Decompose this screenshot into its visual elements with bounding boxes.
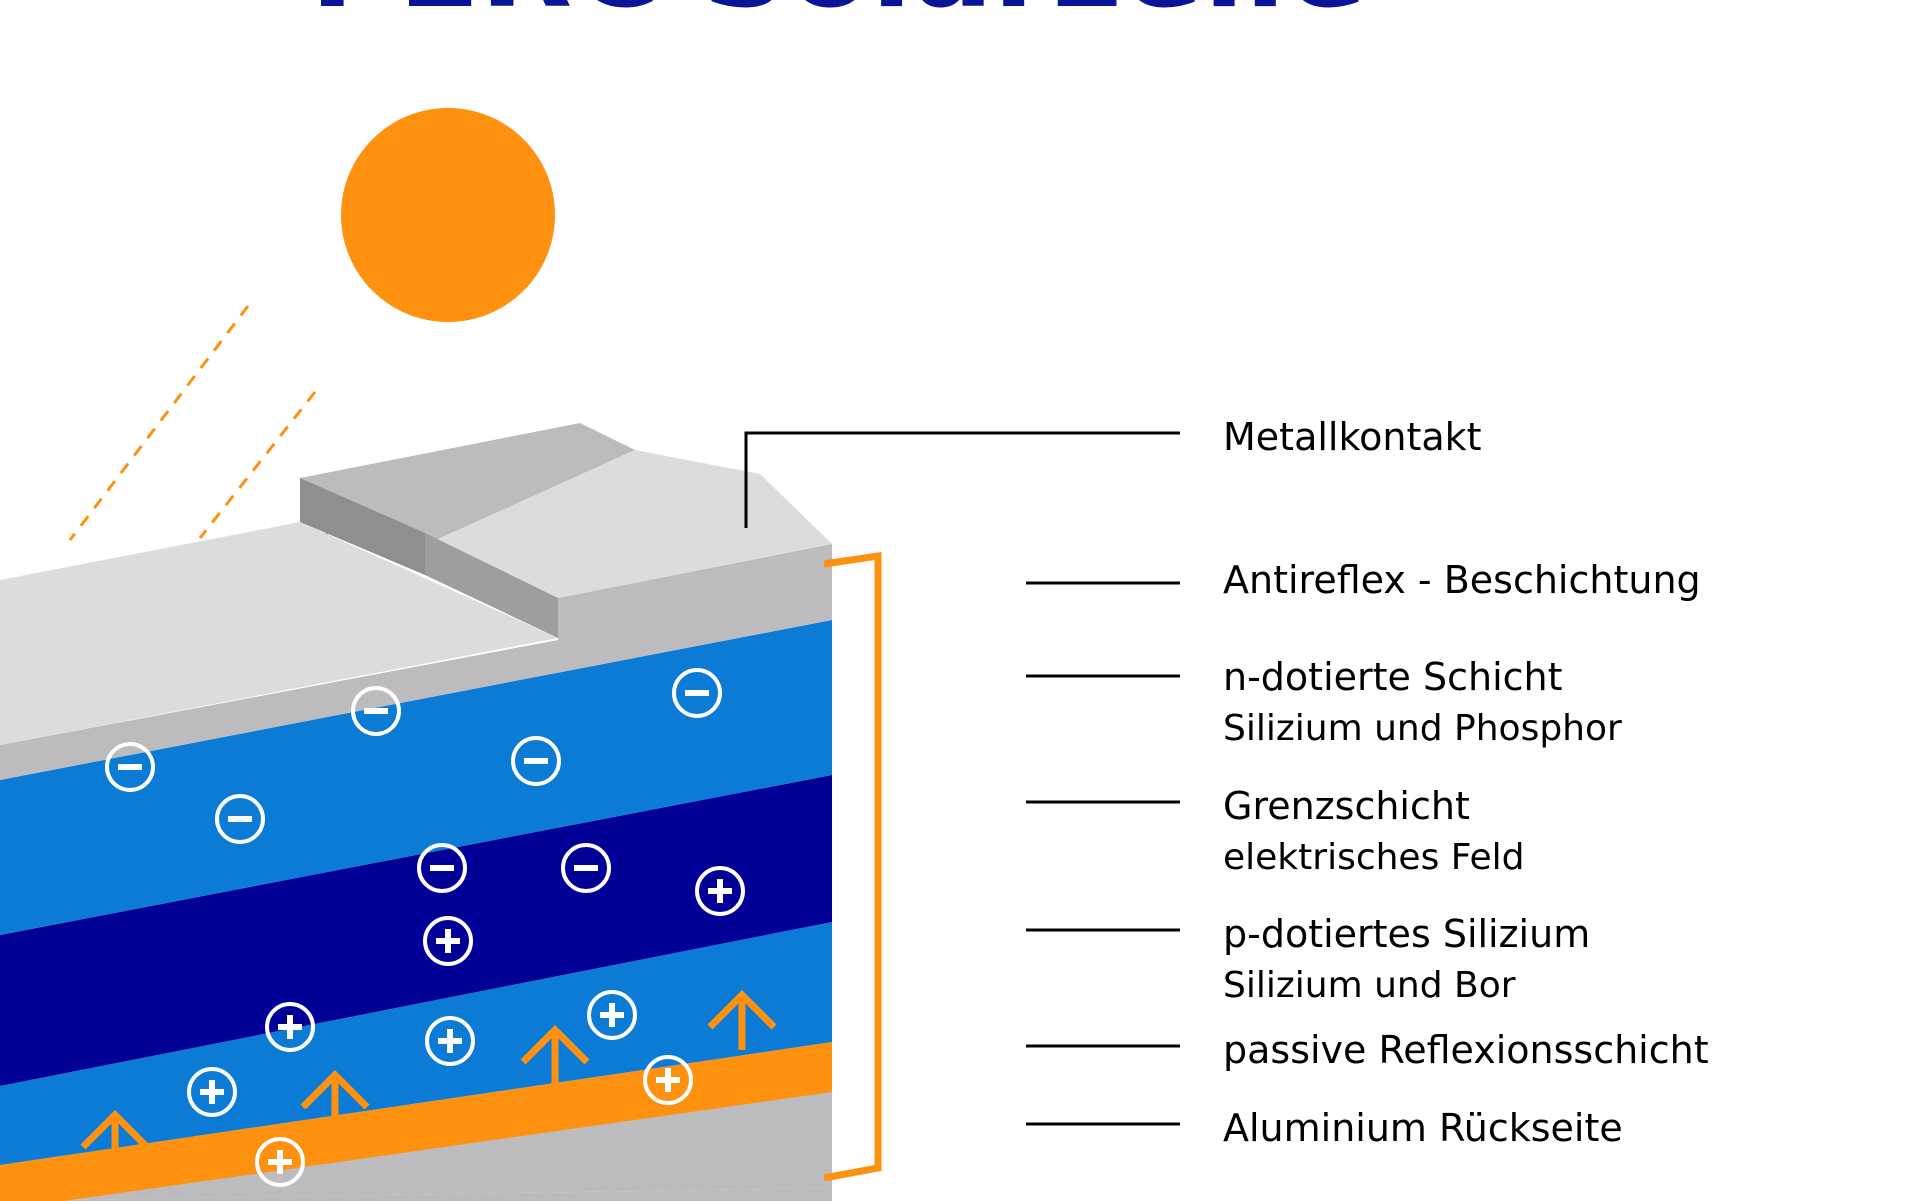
diagram-title: PERC Solarzelle [310, 0, 1367, 35]
label-p-silizium-title: p-dotiertes Silizium [1223, 912, 1590, 956]
metal-contact-top [300, 423, 635, 545]
electron-icon [417, 843, 467, 893]
metal-contact-side [425, 533, 558, 638]
hole-icon [255, 1137, 305, 1187]
label-n-schicht-title: n-dotierte Schicht [1223, 655, 1563, 699]
electron-icon [672, 668, 722, 718]
hole-icon [695, 866, 745, 916]
holes [187, 866, 745, 1187]
layer-antireflex-front [0, 544, 832, 780]
leader-lines [744, 431, 1180, 1126]
arrow-up-icon [520, 1025, 590, 1090]
metal-contact-side-dark [300, 478, 425, 575]
label-passive-reflexion-title: passive Reflexionsschicht [1223, 1028, 1709, 1072]
layer-p-silizium [0, 922, 832, 1165]
leader-metallkontakt [744, 431, 1180, 528]
label-p-silizium-subtitle: Silizium und Bor [1223, 965, 1516, 1006]
arrow-up-icon [707, 990, 777, 1050]
electron-icon [215, 794, 265, 844]
layer-antireflex-top [0, 522, 558, 745]
cell-bracket [823, 551, 882, 1182]
hole-icon [265, 1002, 315, 1052]
arrow-up-icon [300, 1070, 370, 1135]
electron-icon [511, 736, 561, 786]
labels: Metallkontakt Antireflex - Beschichtung … [1223, 415, 1709, 1150]
label-grenzschicht-subtitle: elektrisches Feld [1223, 837, 1525, 878]
reflection-arrows [80, 990, 777, 1180]
hole-icon [423, 916, 473, 966]
label-n-schicht-subtitle: Silizium und Phosphor [1223, 708, 1622, 749]
sun-ray [198, 391, 317, 539]
hole-icon [187, 1067, 237, 1117]
label-grenzschicht-title: Grenzschicht [1223, 784, 1470, 828]
hole-icon [643, 1055, 693, 1105]
layer-n-schicht [0, 620, 832, 935]
layer-grenzschicht [0, 775, 832, 1086]
arrow-up-icon [80, 1110, 150, 1180]
electrons [105, 668, 722, 893]
electron-icon [105, 742, 155, 792]
electron-icon [351, 686, 401, 736]
metal-contact-top-light [425, 450, 832, 598]
label-antireflex-title: Antireflex - Beschichtung [1223, 558, 1701, 602]
electron-icon [561, 843, 611, 893]
solar-cell [0, 423, 832, 1201]
hole-icon [587, 990, 637, 1040]
label-metallkontakt-title: Metallkontakt [1223, 415, 1482, 459]
sun-ray [68, 305, 250, 541]
label-aluminium-title: Aluminium Rückseite [1223, 1106, 1623, 1150]
layer-passive-reflexion [0, 1042, 832, 1201]
hole-icon [425, 1016, 475, 1066]
sun-icon [341, 108, 555, 322]
